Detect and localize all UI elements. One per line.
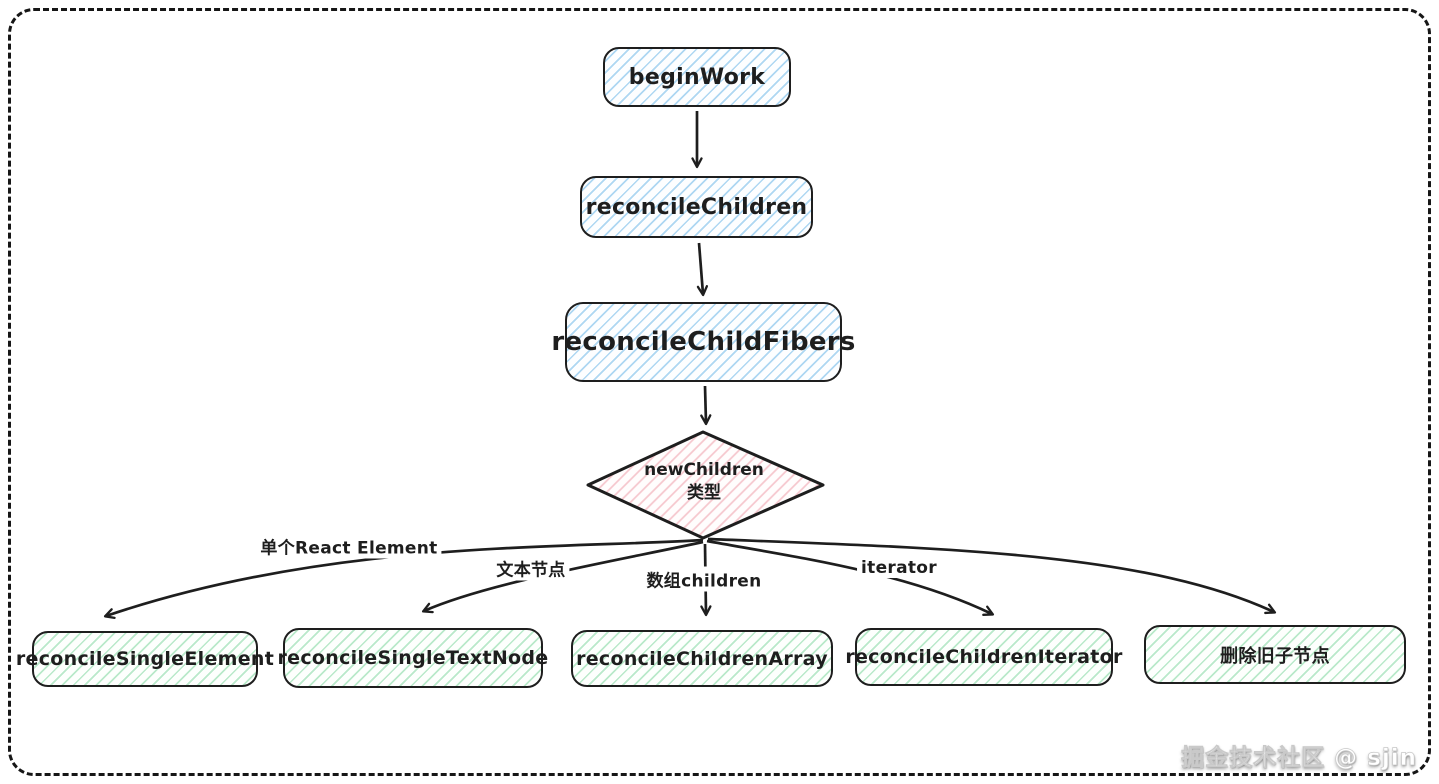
decision-line1: newChildren: [644, 460, 764, 481]
decision-diamond-shape: [586, 430, 825, 540]
edge-label-single-react-element: 单个React Element: [256, 533, 442, 559]
watermark: 掘金技术社区 @ sjin: [1181, 745, 1417, 772]
edge-label-text-node: 文本节点: [492, 555, 570, 581]
decision-line2: 类型: [686, 483, 721, 503]
arrow-decision-to-delete-old: [707, 537, 1277, 615]
edge-label-iterator: iterator: [857, 558, 941, 578]
node-delete-old-child-nodes: 删除旧子节点: [1144, 625, 1406, 684]
arrow-reconcilechildren-to-childfibers: [696, 242, 709, 297]
arrow-childfibers-to-decision: [700, 385, 712, 426]
node-reconcilesingletextnode: reconcileSingleTextNode: [278, 628, 548, 688]
node-reconcilechildfibers: reconcileChildFibers: [551, 302, 855, 382]
edge-label-array-children: 数组children: [642, 566, 766, 592]
node-reconcilechildreniterator: reconcileChildrenIterator: [845, 628, 1122, 686]
node-beginwork: beginWork: [603, 47, 791, 107]
node-reconcilesingleelement: reconcileSingleElement: [16, 631, 274, 687]
decision-diamond-label: newChildren 类型: [644, 459, 764, 505]
node-reconcilechildrenarray: reconcileChildrenArray: [571, 630, 833, 687]
arrow-decision-to-children-iterator: [706, 539, 995, 616]
node-reconcilechildren: reconcileChildren: [580, 176, 813, 238]
